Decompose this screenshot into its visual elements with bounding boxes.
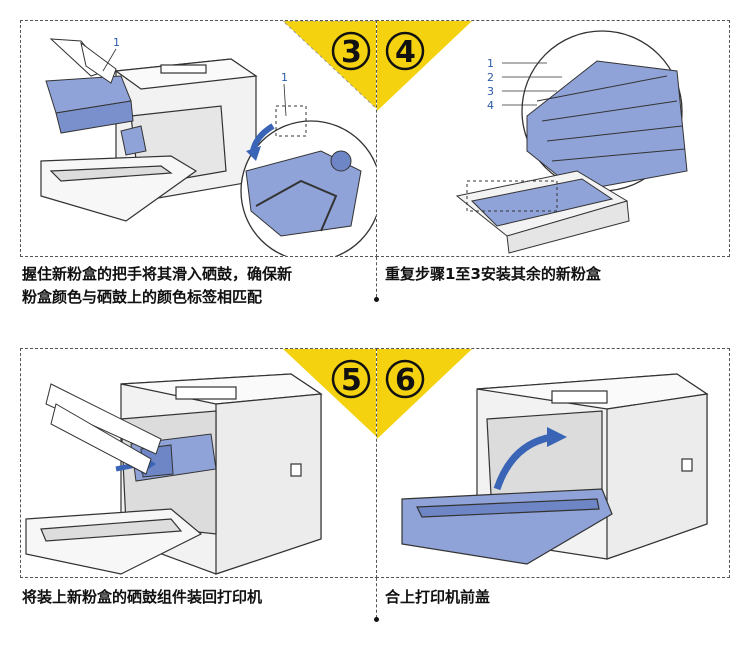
step-5-caption-line1: 将装上新粉盒的硒鼓组件装回打印机: [22, 588, 263, 606]
front-cover: [40, 155, 198, 222]
step-number: 3: [341, 35, 362, 70]
step-4-caption-line1: 重复步骤1至3安装其余的新粉盒: [385, 265, 601, 283]
step-5-caption: 将装上新粉盒的硒鼓组件装回打印机: [22, 586, 372, 609]
hands: [45, 383, 162, 475]
step-badge: [283, 349, 377, 438]
step-number-circle: [331, 31, 371, 71]
detail-circle: [240, 105, 377, 256]
divider-bottom: [376, 578, 377, 618]
divider-dot-top: [374, 297, 379, 302]
hands: [49, 38, 117, 84]
callout-4: 4: [487, 99, 494, 112]
step-4-panel: 4 1 2 3 4: [376, 20, 730, 257]
front-cover: [401, 488, 613, 565]
callout-1-detail: 1: [281, 71, 288, 84]
step-badge: [377, 349, 472, 439]
step-6-illustration: 6: [377, 349, 709, 565]
step-number: 5: [341, 363, 362, 398]
divider-top: [376, 257, 377, 297]
step-number-circle: [331, 359, 371, 399]
toner-cartridge: [45, 75, 147, 156]
drum-unit: [455, 170, 630, 254]
step-number: 6: [395, 363, 416, 398]
callout-2: 2: [487, 71, 494, 84]
callout-1: 1: [487, 57, 494, 70]
step-5-illustration: 5: [25, 349, 377, 575]
step-number-circle: [385, 359, 425, 399]
divider-dot-bottom: [374, 617, 379, 622]
callout-1-main: 1: [113, 36, 120, 49]
step-6-panel: 6: [376, 348, 730, 578]
step-3-panel: 1 1 3: [20, 20, 378, 257]
step-5-panel: 5: [20, 348, 378, 578]
step-4-illustration: 4 1 2 3 4: [377, 21, 688, 254]
step-badge: [377, 21, 472, 111]
front-cover: [25, 508, 203, 575]
step-3-caption-line2: 粉盒颜色与硒鼓上的颜色标签相匹配: [22, 288, 263, 306]
step-3-caption: 握住新粉盒的把手将其滑入硒鼓，确保新 粉盒颜色与硒鼓上的颜色标签相匹配: [22, 263, 372, 309]
callout-3: 3: [487, 85, 494, 98]
zoom-circle: [521, 30, 688, 192]
step-3-caption-line1: 握住新粉盒的把手将其滑入硒鼓，确保新: [22, 265, 293, 283]
step-number-circle: [385, 31, 425, 71]
step-4-caption: 重复步骤1至3安装其余的新粉盒: [385, 263, 725, 286]
step-6-caption-line1: 合上打印机前盖: [385, 588, 491, 606]
step-number: 4: [395, 35, 416, 70]
step-6-caption: 合上打印机前盖: [385, 586, 725, 609]
step-3-illustration: 1 1 3: [40, 21, 377, 256]
